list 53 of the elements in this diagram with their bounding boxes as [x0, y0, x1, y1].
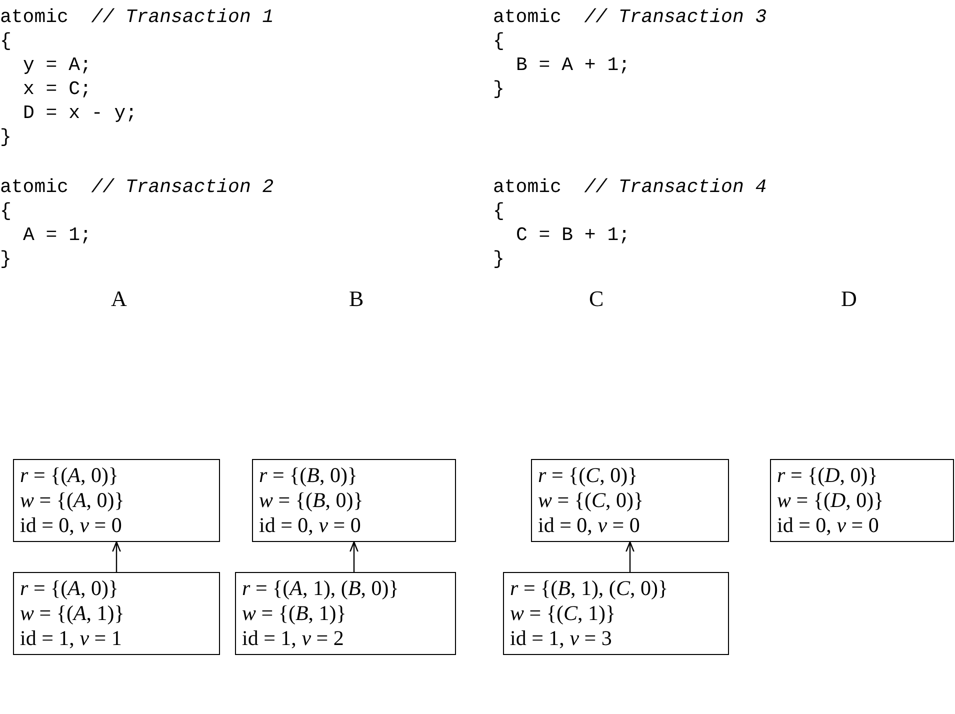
code-line: A = 1;	[23, 224, 92, 246]
code-line: D = x - y;	[23, 102, 138, 124]
code-line: C = B + 1;	[516, 224, 630, 246]
formula-text: w = {(A, 1)}	[20, 601, 124, 626]
code-line: }	[493, 78, 504, 100]
formula-text: w = {(C, 1)}	[510, 601, 616, 626]
column-heading: B	[349, 287, 364, 311]
code-line: atomic // Transaction 1	[0, 6, 274, 28]
state-box	[531, 459, 729, 542]
formula-text: r = {(B, 1), (C, 0)}	[510, 576, 668, 601]
formula-text: r = {(A, 1), (B, 0)}	[242, 576, 399, 601]
code-line: atomic // Transaction 2	[0, 176, 274, 198]
formula-text: id = 0, v = 0	[538, 513, 640, 538]
formula-text: id = 1, v = 3	[510, 626, 612, 651]
code-line: }	[0, 126, 12, 148]
state-box	[503, 572, 729, 655]
code-line: B = A + 1;	[516, 54, 630, 76]
formula-text: r = {(C, 0)}	[538, 463, 638, 488]
code-line: {	[0, 200, 12, 222]
code-line: atomic // Transaction 4	[493, 176, 767, 198]
formula-text: id = 0, v = 0	[20, 513, 122, 538]
formula-text: r = {(D, 0)}	[777, 463, 878, 488]
formula-text: r = {(A, 0)}	[20, 463, 119, 488]
formula-text: w = {(B, 0)}	[259, 488, 364, 513]
column-heading: D	[841, 287, 857, 311]
arrow	[112, 541, 121, 572]
arrow	[626, 541, 634, 572]
formula-text: w = {(C, 0)}	[538, 488, 644, 513]
state-box	[252, 459, 456, 542]
column-heading: A	[111, 287, 127, 311]
code-line: {	[0, 30, 12, 52]
state-box	[13, 459, 220, 542]
code-line: {	[493, 200, 504, 222]
state-box	[235, 572, 456, 655]
formula-text: id = 1, v = 1	[20, 626, 122, 651]
arrow	[350, 541, 358, 572]
formula-text: id = 0, v = 0	[259, 513, 361, 538]
formula-text: w = {(D, 0)}	[777, 488, 884, 513]
code-line: x = C;	[23, 78, 92, 100]
formula-text: r = {(B, 0)}	[259, 463, 358, 488]
code-line: y = A;	[23, 54, 92, 76]
code-line: }	[493, 248, 504, 270]
formula-text: w = {(B, 1)}	[242, 601, 346, 626]
code-line: }	[0, 248, 12, 270]
formula-text: r = {(A, 0)}	[20, 576, 119, 601]
state-box	[13, 572, 220, 655]
formula-text: id = 1, v = 2	[242, 626, 344, 651]
column-heading: C	[589, 287, 604, 311]
formula-text: w = {(A, 0)}	[20, 488, 124, 513]
code-line: {	[493, 30, 504, 52]
state-box	[770, 459, 954, 542]
code-line: atomic // Transaction 3	[493, 6, 767, 28]
formula-text: id = 0, v = 0	[777, 513, 879, 538]
